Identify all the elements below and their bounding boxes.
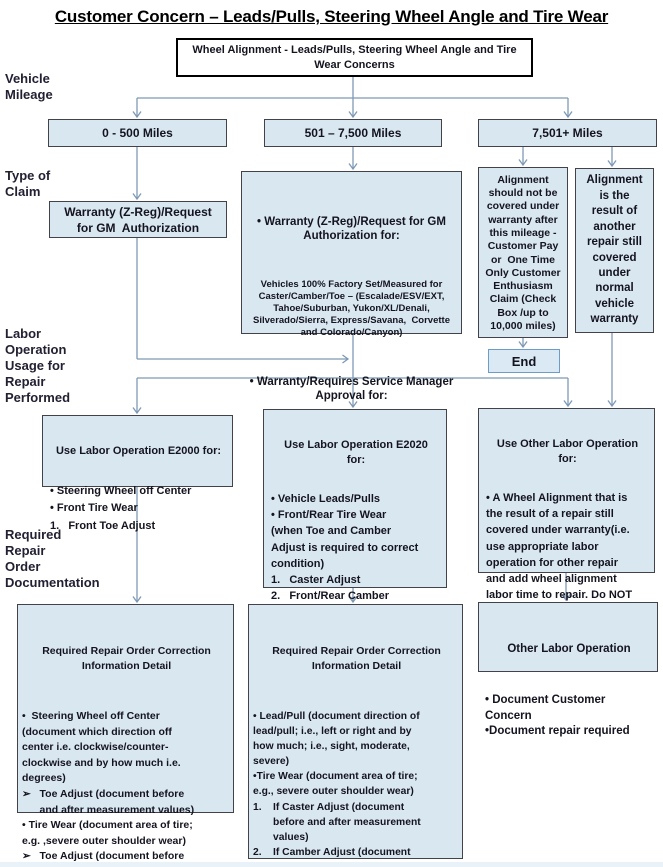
labor-e2000-body: • Steering Wheel off Center • Front Tire… <box>50 485 192 532</box>
doc-other-body: • Document Customer Concern •Document re… <box>485 694 630 737</box>
node-labor-e2000: Use Labor Operation E2000 for: • Steerin… <box>42 415 233 532</box>
doc-low-body: • Steering Wheel off Center (document wh… <box>22 710 195 867</box>
node-mileage-0-500-text: 0 - 500 Miles <box>102 126 173 140</box>
node-mileage-7501-plus: 7,501+ Miles <box>478 119 657 147</box>
node-root-concern: Wheel Alignment - Leads/Pulls, Steering … <box>176 38 533 77</box>
node-claim-customer-pay: Alignment should not be covered under wa… <box>478 167 568 338</box>
node-claim-warranty-zreg-text: Warranty (Z-Reg)/Request for GM Authoriz… <box>64 204 212 235</box>
claim-mid-head2: • Warranty/Requires Service Manager Appr… <box>249 376 454 402</box>
page-title: Customer Concern – Leads/Pulls, Steering… <box>54 7 609 26</box>
node-claim-warranty-authorization-detail: • Warranty (Z-Reg)/Request for GM Author… <box>241 171 462 462</box>
doc-mid-body: • Lead/Pull (document direction of lead/… <box>253 711 421 867</box>
doc-mid-head: Required Repair Order Correction Informa… <box>272 645 441 672</box>
node-mileage-0-500: 0 - 500 Miles <box>48 119 227 147</box>
node-doc-other-labor: Other Labor Operation • Document Custome… <box>478 602 658 737</box>
labor-other-body: • A Wheel Alignment that is the result o… <box>486 492 633 617</box>
labor-e2000-head: Use Labor Operation E2000 for: <box>55 445 222 457</box>
node-claim-other-repair-warranty-text: Alignment is the result of another repai… <box>586 174 643 326</box>
claim-mid-head1: • Warranty (Z-Reg)/Request for GM Author… <box>257 216 446 242</box>
doc-other-head: Other Labor Operation <box>507 643 631 655</box>
label-type-of-claim: Type of Claim <box>5 168 51 199</box>
node-mileage-501-7500: 501 – 7,500 Miles <box>264 119 442 147</box>
node-claim-warranty-zreg: Warranty (Z-Reg)/Request for GM Authoriz… <box>49 201 227 238</box>
page-bottom-strip <box>0 862 663 867</box>
node-end-text: End <box>511 353 537 369</box>
labor-other-head: Use Other Labor Operation for: <box>496 438 639 465</box>
label-required-repair-order: Required Repair Order Documentation <box>5 527 100 590</box>
label-vehicle-mileage: Vehicle Mileage <box>5 71 53 102</box>
node-mileage-7501-plus-text: 7,501+ Miles <box>532 126 603 140</box>
claim-mid-body1: Vehicles 100% Factory Set/Measured for C… <box>253 279 450 338</box>
node-claim-customer-pay-text: Alignment should not be covered under wa… <box>485 173 561 332</box>
node-doc-e2000-detail: Required Repair Order Correction Informa… <box>17 604 234 867</box>
node-labor-other: Use Other Labor Operation for: • A Wheel… <box>478 408 655 617</box>
node-end: End <box>488 349 560 373</box>
label-labor-operation-usage: Labor Operation Usage for Repair Perform… <box>5 326 71 405</box>
node-doc-e2020-detail: Required Repair Order Correction Informa… <box>248 604 463 867</box>
node-claim-other-repair-warranty: Alignment is the result of another repai… <box>575 168 654 333</box>
node-mileage-501-7500-text: 501 – 7,500 Miles <box>304 126 402 140</box>
node-root-concern-text: Wheel Alignment - Leads/Pulls, Steering … <box>192 43 517 71</box>
labor-e2020-head: Use Labor Operation E2020 for: <box>284 439 428 466</box>
doc-low-head: Required Repair Order Correction Informa… <box>42 645 211 672</box>
node-labor-e2020: Use Labor Operation E2020 for: • Vehicle… <box>263 409 447 635</box>
